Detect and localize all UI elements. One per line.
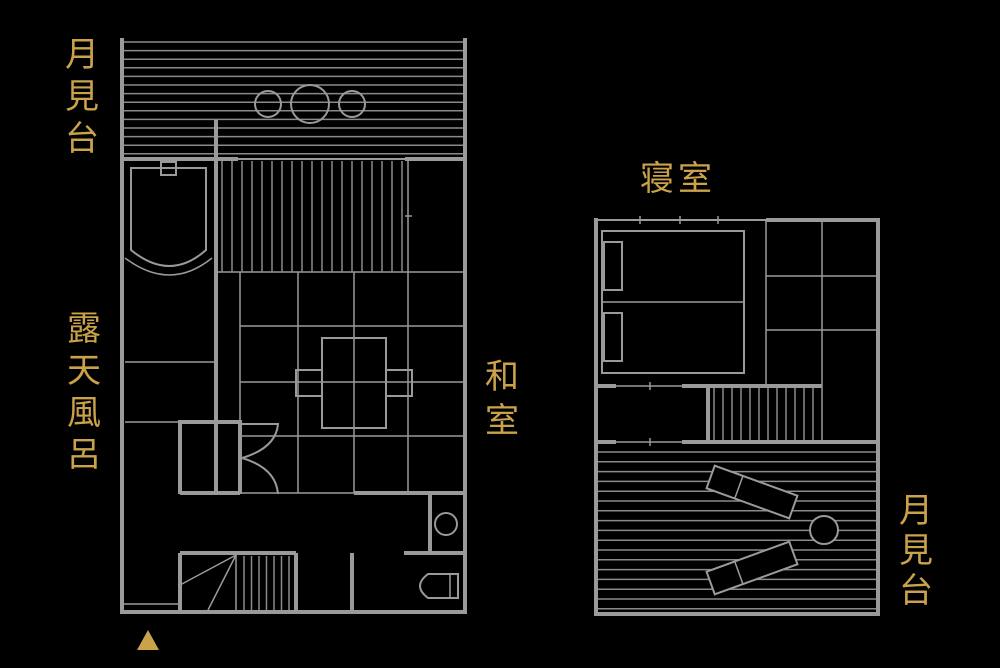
veranda-slats: [221, 161, 403, 272]
svg-text:露: 露: [67, 309, 101, 349]
entrance-triangle-icon: [137, 630, 159, 650]
svg-text:呂: 呂: [67, 435, 101, 475]
deck-chair-right: [338, 90, 366, 118]
svg-text:台: 台: [65, 119, 99, 159]
label-bedroom: 寝室: [640, 159, 716, 199]
stairs-left: [243, 556, 290, 610]
right-floor-plan: [594, 216, 880, 616]
label-moon-deck-right: 月 見 台: [899, 491, 933, 611]
tatami-grid: [216, 271, 465, 495]
svg-text:和: 和: [485, 357, 519, 397]
svg-text:天: 天: [67, 351, 101, 391]
deck-table: [290, 84, 330, 124]
floor-cushion-left: [295, 369, 323, 397]
pillow-bottom: [603, 312, 623, 362]
deck-lounger-top: [705, 464, 799, 520]
pillow-top: [603, 241, 623, 291]
deck-side-table: [809, 515, 839, 545]
svg-text:台: 台: [899, 571, 933, 611]
label-japanese-room: 和 室: [485, 357, 519, 441]
deck-lounger-bottom: [705, 540, 799, 596]
svg-text:月: 月: [65, 35, 99, 75]
left-floor-plan: [120, 38, 467, 650]
deck-chair-left: [254, 90, 282, 118]
svg-text:見: 見: [65, 77, 99, 117]
label-moon-deck-left: 月 見 台: [65, 35, 99, 159]
bathtub: [130, 167, 207, 267]
washbasin: [434, 512, 458, 536]
svg-text:風: 風: [67, 393, 101, 433]
label-outdoor-bath: 露 天 風 呂: [67, 309, 101, 475]
moon-deck-left-planks: [124, 41, 463, 155]
svg-text:月: 月: [899, 491, 933, 531]
door-swing: [238, 423, 280, 495]
svg-text:室: 室: [485, 401, 519, 441]
floor-cushion-right: [385, 369, 413, 397]
toilet: [419, 573, 459, 599]
stairs-right: [713, 388, 814, 440]
svg-text:見: 見: [899, 531, 933, 571]
